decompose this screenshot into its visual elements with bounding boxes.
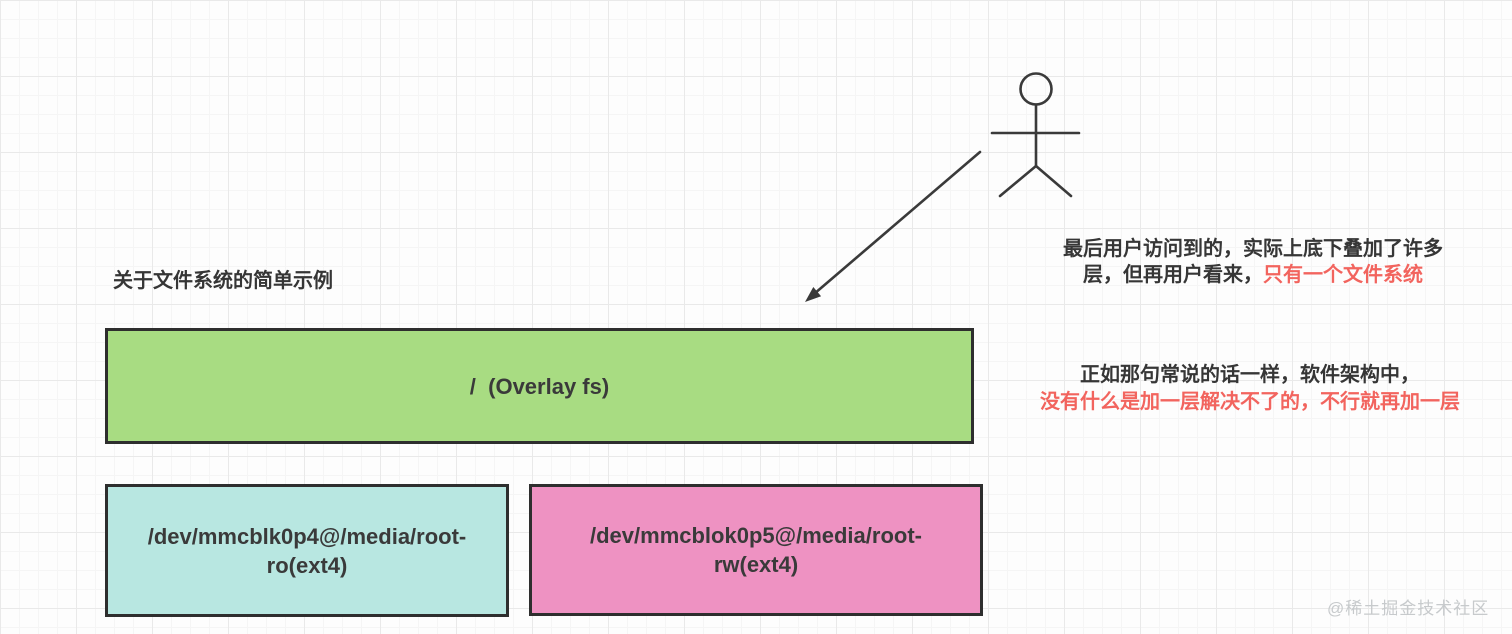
annotation-user-view-line2-black: 层，但再用户看来， (1083, 264, 1263, 286)
annotation-architecture-quote-line1: 正如那句常说的话一样，软件架构中， (1080, 364, 1420, 386)
root-ro-partition-label: /dev/mmcblk0p4@/media/root- ro(ext4) (147, 523, 467, 578)
stick-figure-right-leg (1034, 164, 1073, 198)
arrow-down-left-icon (805, 150, 982, 302)
stick-figure-head (1019, 72, 1053, 106)
annotation-user-view: 最后用户访问到的，实际上底下叠加了许多 层，但再用户看来，只有一个文件系统 (1048, 236, 1458, 288)
diagram-title: 关于文件系统的简单示例 (113, 270, 333, 292)
annotation-architecture-quote-line2-red: 没有什么是加一层解决不了的，不行就再加一层 (1040, 391, 1460, 413)
annotation-user-view-line1: 最后用户访问到的，实际上底下叠加了许多 (1063, 238, 1443, 260)
annotation-architecture-quote: 正如那句常说的话一样，软件架构中， 没有什么是加一层解决不了的，不行就再加一层 (1030, 362, 1470, 416)
root-rw-partition-box: /dev/mmcblok0p5@/media/root- rw(ext4) (529, 484, 983, 616)
stick-figure-icon (990, 72, 1081, 198)
overlay-fs-box-label: / (Overlay fs) (469, 373, 610, 399)
annotation-user-view-line2: 层，但再用户看来，只有一个文件系统 (1048, 262, 1458, 288)
annotation-user-view-line2-red: 只有一个文件系统 (1263, 264, 1423, 286)
overlay-fs-box: / (Overlay fs) (105, 328, 974, 444)
root-rw-partition-label: /dev/mmcblok0p5@/media/root- rw(ext4) (590, 523, 922, 577)
watermark: @稀土掘金技术社区 (1327, 599, 1490, 618)
root-ro-partition-box: /dev/mmcblk0p4@/media/root- ro(ext4) (105, 484, 509, 617)
stick-figure-left-leg (998, 164, 1038, 198)
